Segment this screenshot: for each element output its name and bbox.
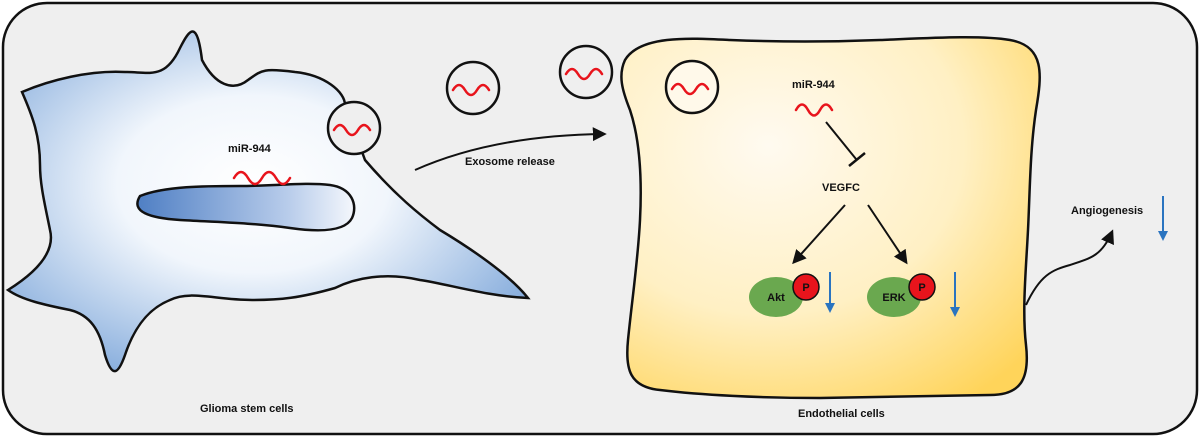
endothelial-cell: miR-944 VEGFC Akt P ERK P <box>620 36 1041 400</box>
vegfc-to-erk-arrow <box>867 204 908 265</box>
inhibition-bar-icon <box>848 152 866 167</box>
mirna-wave-icon <box>794 103 834 117</box>
mirna-wave-icon <box>232 170 292 186</box>
erk-label: ERK <box>882 292 905 304</box>
exosome-free-1 <box>445 60 501 116</box>
mirna-wave-icon <box>670 82 710 96</box>
phospho-label-erk: P <box>918 282 925 294</box>
mirna-wave-icon <box>564 67 604 81</box>
endothelial-cell-body <box>620 36 1041 400</box>
glioma-stem-cell: miR-944 <box>5 30 531 373</box>
angiogenesis-arrow <box>1025 229 1114 306</box>
phospho-label-akt: P <box>802 282 809 294</box>
erk-node: ERK P <box>867 273 936 317</box>
akt-label: Akt <box>767 292 785 304</box>
mirna-wave-icon <box>332 123 372 137</box>
glioma-nucleus <box>136 182 356 232</box>
phospho-badge-akt <box>792 273 820 301</box>
mirna-label-ec: miR-944 <box>792 79 836 91</box>
exosome-release-label: Exosome release <box>465 156 555 168</box>
vegfc-label: VEGFC <box>822 182 860 194</box>
inhibition-line <box>825 121 857 160</box>
vegfc-to-akt-arrow <box>792 204 846 265</box>
exosome-free-2 <box>558 44 614 100</box>
akt-node: Akt P <box>749 273 820 317</box>
exosome-budding <box>326 100 382 156</box>
mirna-wave-icon <box>451 83 491 97</box>
exosome-release-arrow <box>414 127 607 171</box>
endothelial-cells-label: Endothelial cells <box>798 408 885 420</box>
angiogenesis-label: Angiogenesis <box>1071 205 1143 217</box>
exosome-internalized <box>664 59 720 115</box>
phospho-badge-erk <box>908 273 936 301</box>
glioma-stem-cells-label: Glioma stem cells <box>200 403 294 415</box>
mirna-label-gsc: miR-944 <box>228 143 272 155</box>
